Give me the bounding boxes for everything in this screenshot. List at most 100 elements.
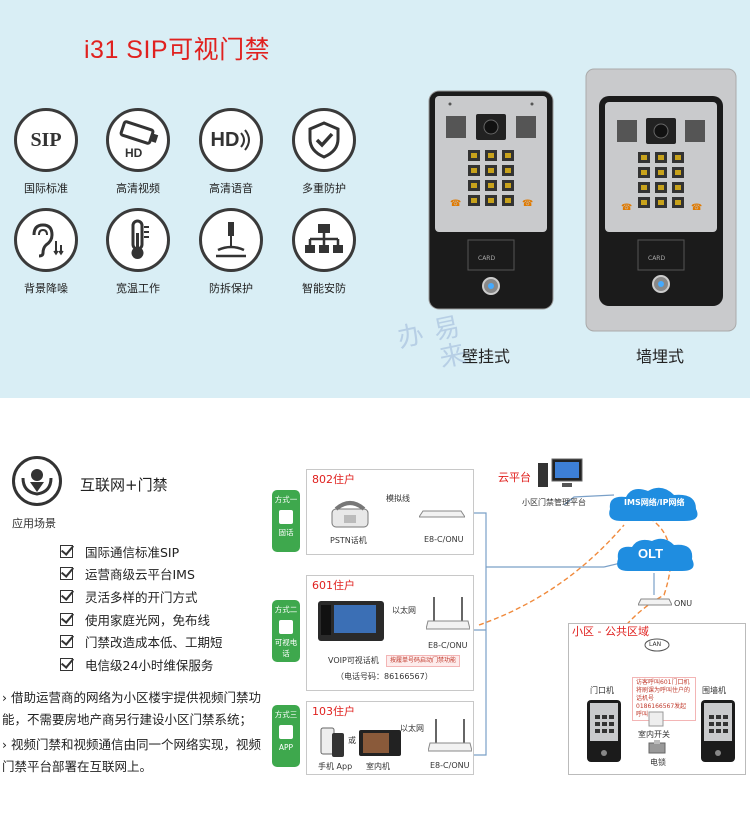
wall-mount-panel-image: ☎ ☎ CARD [428, 90, 554, 310]
lan-label: LAN [649, 641, 662, 648]
ims-network-label: IMS网络/IP网络 [624, 498, 685, 507]
indoor-unit-label: 室内机 [366, 762, 390, 771]
wall-unit-label: 围墙机 [702, 686, 726, 695]
feature-label: 宽温工作 [116, 282, 160, 295]
electric-lock-icon [648, 740, 666, 754]
feature-smart-security: 智能安防 [284, 208, 364, 296]
sip-icon: SIP [14, 108, 78, 172]
svg-text:☎: ☎ [691, 203, 702, 213]
or-label: 或 [348, 736, 356, 745]
mobile-app-label: 手机 App [318, 762, 353, 771]
pstn-phone-label: PSTN话机 [330, 536, 367, 545]
wall-door-station-icon [701, 700, 735, 762]
feature-protection: 多重防护 [284, 108, 364, 196]
ethernet-label: 以太网 [400, 724, 424, 733]
description-paragraph: › 视频门禁和视频通信由同一个网络实现，视频门禁平台部署在互联网上。 [2, 737, 261, 774]
hd-voice-icon: HD [199, 108, 263, 172]
management-platform-label: 小区门禁管理平台 [522, 498, 586, 507]
feature-checklist: 国际通信标准SIP 运营商级云平台IMS 灵活多样的开门方式 使用家庭光网，免布… [60, 540, 223, 676]
feature-label: 背景降噪 [24, 282, 68, 295]
onu-device-icon [638, 598, 672, 606]
pstn-phone-icon [331, 501, 369, 528]
onu-label: ONU [674, 599, 693, 608]
svg-text:☎: ☎ [450, 199, 461, 209]
phone-number: （电话号码：86166567） [336, 672, 433, 681]
feature-label: 智能安防 [302, 282, 346, 295]
product-banner: i31 SIP可视门禁 SIP 国际标准 HD 高清视频 H [0, 0, 750, 398]
feature-label: 国际标准 [24, 182, 68, 195]
feature-label: 多重防护 [302, 182, 346, 195]
feature-hd-voice: HD 高清语音 [191, 108, 271, 196]
network-icon [292, 208, 356, 272]
lan-switch-icon [644, 638, 670, 652]
onu-router-icon [426, 597, 470, 630]
olt-cloud-icon [617, 538, 694, 571]
checkbox-checked-icon [60, 612, 73, 626]
checkbox-checked-icon [60, 589, 73, 603]
olt-label: OLT [638, 546, 664, 561]
voip-phone-label: VOIP可视话机 [328, 656, 379, 665]
thermometer-icon [106, 208, 170, 272]
flush-mount-label: 墙埋式 [636, 347, 685, 366]
checkbox-checked-icon [60, 544, 73, 558]
community-area-label: 小区 - 公共区域 [572, 625, 649, 638]
checklist-item: 电信级24小时维保服务 [60, 653, 223, 676]
shield-check-icon [292, 108, 356, 172]
checklist-item: 运营商级云平台IMS [60, 563, 223, 586]
method-tag-1: 方式一 固话 [272, 490, 300, 552]
home-103-label: 103住户 [312, 705, 355, 718]
description-paragraph: › 借助运营商的网络为小区楼宇提供视频门禁功能，不需要房地产商另行建设小区门禁系… [2, 690, 261, 727]
svg-text:CARD: CARD [478, 255, 495, 262]
method-tag-2: 方式二 可视电话 [272, 600, 300, 662]
gate-unit-label: 门口机 [590, 686, 614, 695]
checklist-item: 灵活多样的开门方式 [60, 585, 223, 608]
ethernet-label: 以太网 [392, 606, 416, 615]
checklist-item: 使用家庭光网，免布线 [60, 608, 223, 631]
checkbox-checked-icon [60, 635, 73, 649]
checkbox-checked-icon [60, 657, 73, 671]
indoor-switch-icon [648, 711, 664, 727]
svg-text:CARD: CARD [648, 255, 665, 262]
home-802-label: 802住户 [312, 473, 355, 486]
onu-router-icon [428, 719, 472, 752]
call-forward-note: 按履单号码启动门禁功能 [386, 655, 461, 667]
feature-sip: SIP 国际标准 [6, 108, 86, 196]
checklist-item: 门禁改造成本低、工期短 [60, 630, 223, 653]
cloud-platform-label: 云平台 [498, 471, 531, 484]
page-title: i31 SIP可视门禁 [84, 36, 271, 64]
smartphone-icon [320, 727, 344, 757]
svg-text:HD: HD [125, 146, 143, 160]
svg-text:☎: ☎ [621, 203, 632, 213]
onu-label: E8-C/ONU [424, 535, 464, 544]
electric-lock-label: 电锁 [650, 758, 666, 767]
onu-router-icon [419, 510, 465, 518]
watermark: 易来办 [390, 312, 468, 374]
svg-text:☎: ☎ [522, 199, 533, 209]
method-tag-3: 方式三 APP [272, 705, 300, 767]
hd-camera-icon: HD [106, 108, 170, 172]
feature-label: 高清语音 [209, 182, 253, 195]
feature-tamper: 防拆保护 [191, 208, 271, 296]
wall-mount-label: 壁挂式 [462, 347, 511, 366]
scenario-section-label: 应用场景 [12, 517, 56, 530]
scenario-title: 互联网+门禁 [80, 476, 168, 494]
tamper-screwdriver-icon [199, 208, 263, 272]
landline-icon [279, 510, 293, 524]
voip-video-phone-icon [318, 601, 384, 641]
indoor-monitor-icon [359, 730, 401, 756]
checklist-item: 国际通信标准SIP [60, 540, 223, 563]
home-601-label: 601住户 [312, 579, 355, 592]
onu-label: E8-C/ONU [430, 761, 470, 770]
scenario-icon [12, 456, 62, 506]
feature-label: 高清视频 [116, 182, 160, 195]
video-phone-icon [279, 620, 293, 634]
ims-cloud-icon [609, 487, 698, 521]
flush-mount-panel-image: ☎ ☎ CARD [585, 68, 737, 332]
onu-label: E8-C/ONU [428, 641, 468, 650]
network-diagram: 方式一 固话 802住户 PSTN话机 模拟线 E8-C/ONU 方式二 可视电… [264, 455, 750, 825]
feature-noise-reduction: 背景降噪 [6, 208, 86, 296]
visitor-call-note: 访客呼叫601门口机将刷课为呼叫住户的话机号0186166567发起呼叫 [632, 677, 696, 721]
indoor-switch-label: 室内开关 [638, 730, 670, 739]
ear-noise-icon [14, 208, 78, 272]
